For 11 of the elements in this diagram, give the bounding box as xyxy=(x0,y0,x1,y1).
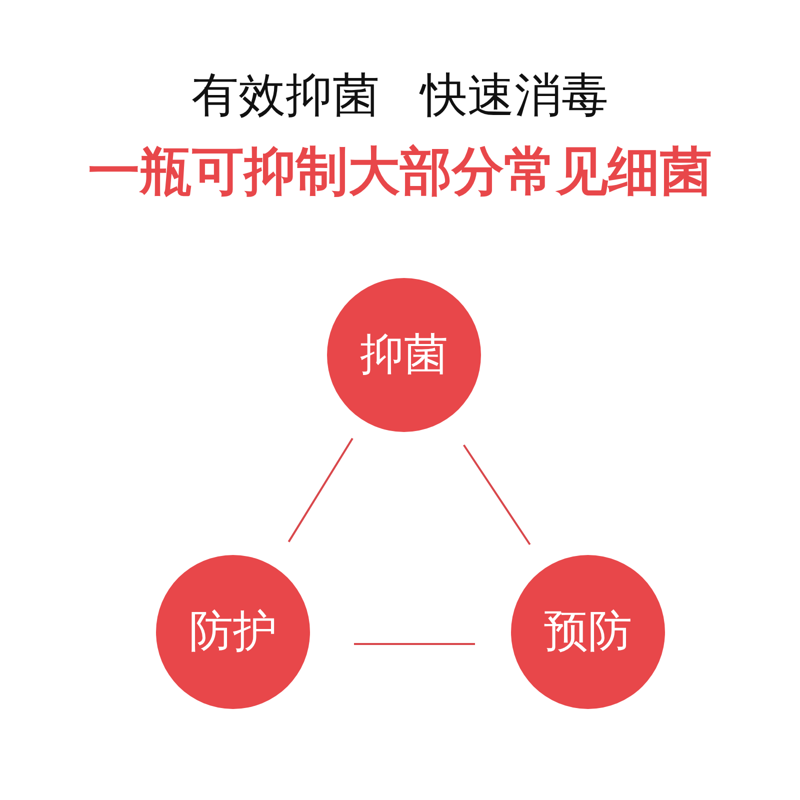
node-label: 预防 xyxy=(544,608,632,656)
title-text: 有效抑菌 快速消毒 xyxy=(192,67,608,125)
circle-node xyxy=(327,278,481,432)
connector-line xyxy=(354,643,475,645)
node-label: 抑菌 xyxy=(360,330,448,380)
circle-node xyxy=(511,555,665,709)
subheading: 一瓶可抑制大部分常见细菌 xyxy=(88,141,712,204)
node-label: 防护 xyxy=(189,608,277,656)
circle-node xyxy=(156,555,310,709)
connector-line xyxy=(288,438,354,542)
connector-line xyxy=(462,444,531,546)
